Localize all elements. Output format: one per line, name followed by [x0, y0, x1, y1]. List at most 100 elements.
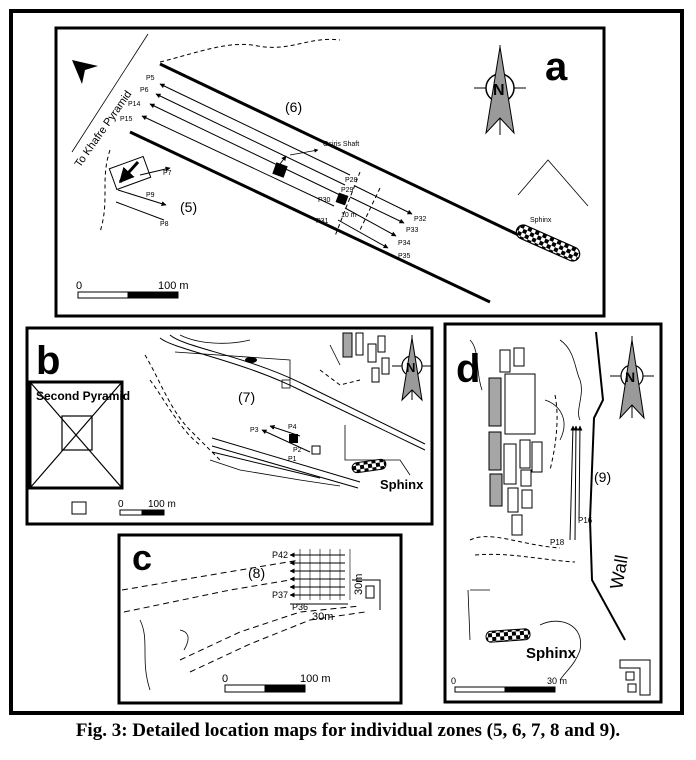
panel-d-frame	[443, 322, 663, 704]
zone-8-label: (8)	[248, 565, 265, 581]
zone-9-label: (9)	[594, 469, 611, 485]
wall-line	[588, 331, 626, 641]
svg-text:P32: P32	[414, 216, 427, 223]
svg-text:100 m: 100 m	[158, 280, 189, 292]
svg-text:P42: P42	[272, 550, 288, 560]
small-square-icon	[71, 501, 87, 515]
svg-text:P7: P7	[163, 170, 172, 177]
svg-text:P8: P8	[160, 221, 169, 228]
road-b-3	[174, 351, 291, 380]
profile-lines-zone-6	[141, 83, 413, 249]
dashed-cross-2	[359, 187, 381, 231]
svg-text:P9: P9	[146, 192, 155, 199]
sphinx-icon	[485, 628, 531, 643]
road-line	[71, 33, 149, 153]
dashed-c-3	[179, 605, 361, 661]
contour-b	[179, 334, 341, 487]
building-c	[352, 579, 381, 610]
dim-10m-label: 10 m	[341, 212, 357, 219]
svg-text:P3: P3	[250, 427, 259, 434]
buildings-b	[342, 332, 390, 383]
svg-text:0: 0	[118, 499, 124, 510]
panel-b-profile-labels: P4 P3 P2 P1	[250, 424, 302, 463]
causeway-upper	[159, 62, 551, 252]
svg-text:P4: P4	[288, 424, 297, 431]
svg-text:P1: P1	[288, 456, 297, 463]
panel-b-letter: b	[36, 339, 60, 383]
svg-text:P16: P16	[578, 516, 593, 525]
svg-text:P14: P14	[128, 101, 141, 108]
osiris-shaft-icon	[272, 162, 288, 178]
panel-c-letter: c	[132, 537, 152, 578]
panel-a: a N To Khafre Pyramid	[54, 26, 606, 318]
direction-arrow-icon	[72, 60, 98, 84]
dim-v-label: 30m	[353, 574, 365, 595]
sphinx-icon	[351, 458, 387, 474]
svg-text:N: N	[493, 82, 505, 99]
svg-text:P18: P18	[550, 538, 565, 547]
pond-icon	[245, 357, 257, 363]
svg-text:P28: P28	[345, 177, 358, 184]
svg-text:100 m: 100 m	[148, 499, 176, 510]
dashed-c-4	[189, 611, 366, 673]
profile-grid-zone-8	[289, 549, 351, 605]
second-pyramid-icon	[28, 380, 124, 490]
panel-c: c P42 P37 P36 (8) 30m 30	[117, 533, 403, 705]
road-b-2	[169, 334, 426, 445]
dashed-c-2	[123, 579, 291, 613]
shaft-square-b	[289, 434, 298, 443]
scale-bar-c: 0 100 m	[222, 673, 331, 693]
shaft-square-icon	[335, 192, 349, 206]
svg-text:P34: P34	[398, 240, 411, 247]
buildings-d	[488, 347, 543, 536]
svg-text:P29: P29	[341, 187, 354, 194]
small-building-b	[281, 379, 291, 389]
dashed-d-2	[549, 394, 558, 471]
contour-d	[469, 339, 582, 441]
small-building-b-2	[311, 445, 321, 455]
svg-text:P2: P2	[293, 447, 302, 454]
dashed-cross-1	[334, 171, 361, 237]
svg-text:P5: P5	[146, 75, 155, 82]
sphinx-icon	[515, 224, 581, 262]
svg-text:0: 0	[451, 676, 456, 686]
contour-c	[139, 619, 189, 691]
svg-text:30 m: 30 m	[547, 676, 567, 686]
contour-d-2	[467, 589, 582, 681]
profile-lines-zone-9	[569, 425, 583, 541]
dashed-d-1	[469, 536, 576, 563]
causeway-lower	[129, 130, 491, 304]
panel-d-profile-labels: P16 P18	[550, 516, 593, 547]
panel-d-letter: d	[456, 347, 480, 391]
svg-text:P37: P37	[272, 590, 288, 600]
scale-bar-a: 0 100 m	[76, 280, 189, 299]
panel-a-frame	[54, 26, 606, 318]
osiris-shaft-label: Osiris Shaft	[323, 141, 359, 148]
svg-text:100 m: 100 m	[300, 673, 331, 685]
north-arrow-icon: N	[610, 336, 654, 420]
contour-dashed-left	[99, 149, 111, 233]
north-arrow-icon: N	[474, 45, 526, 135]
road-label: To Khafre Pyramid	[73, 89, 135, 170]
panel-d: d N Wall	[443, 322, 663, 704]
svg-text:P30: P30	[318, 197, 331, 204]
panel-b: b Second Pyramid	[25, 326, 434, 526]
scale-bar-d: 0 30 m	[451, 676, 567, 693]
dashed-b-1	[144, 354, 221, 461]
dim-h-label: 30m	[312, 611, 333, 623]
panel-a-letter: a	[545, 45, 568, 89]
svg-text:P6: P6	[140, 87, 149, 94]
zone-6-label: (6)	[285, 99, 302, 115]
zone-5-group	[108, 155, 171, 221]
panel-a-profile-labels: P5 P6 P14 P15 P7 P9 P8 P28 P29 P30 P31 P…	[120, 75, 427, 260]
dashed-b-2	[149, 379, 201, 446]
svg-text:P15: P15	[120, 116, 133, 123]
panel-b-frame	[25, 326, 434, 526]
scale-bar-b: 0 100 m	[118, 499, 176, 516]
sphinx-label-d: Sphinx	[526, 645, 577, 662]
svg-text:N: N	[406, 360, 415, 375]
figure-caption: Fig. 3: Detailed location maps for indiv…	[75, 720, 621, 741]
outer-frame	[9, 9, 684, 715]
sphinx-outline-lines	[517, 159, 589, 207]
profile-lines-zone-7	[261, 425, 311, 453]
